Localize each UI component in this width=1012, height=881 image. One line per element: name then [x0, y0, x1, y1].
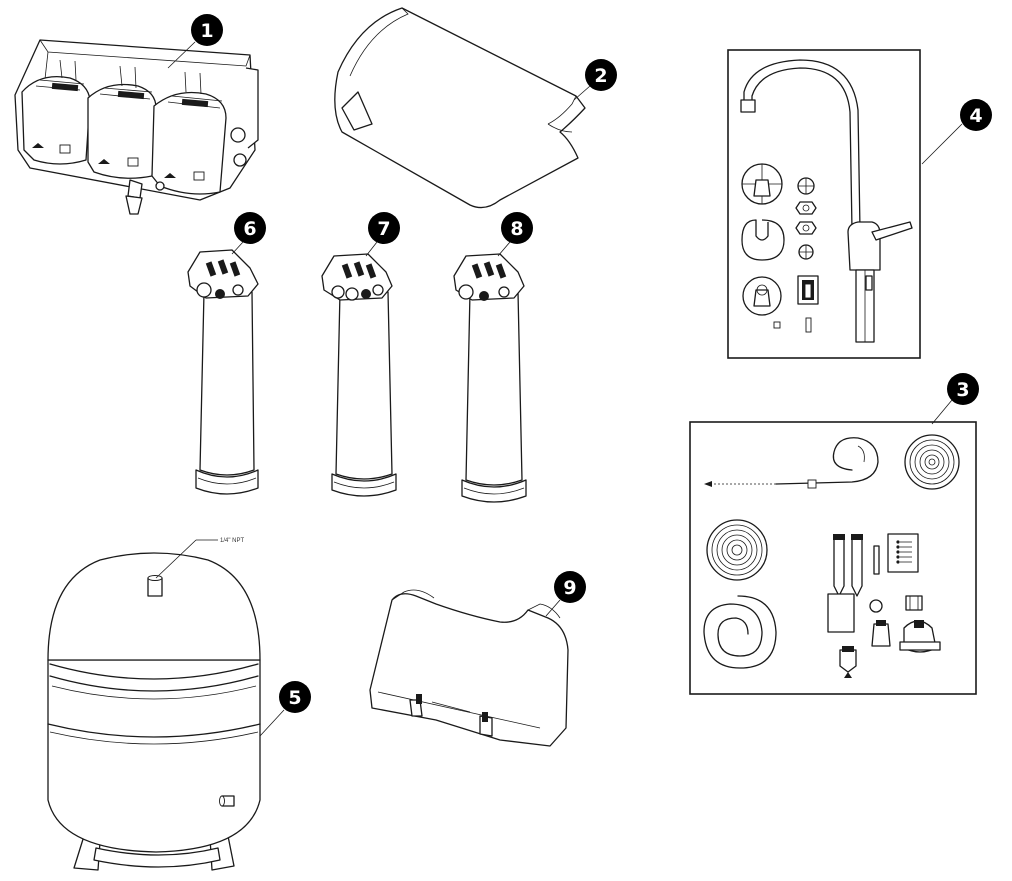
faucet-kit-panel: [727, 49, 921, 359]
leader-line-8: [497, 241, 511, 257]
badge-3-number: 3: [956, 379, 969, 401]
filter-cartridge-7: [321, 253, 397, 497]
top-cover: [334, 7, 586, 209]
badge-6: 6: [234, 212, 266, 244]
installation-kit-panel: [689, 421, 977, 695]
filter-cartridge-6: [187, 249, 259, 495]
badge-9: 9: [554, 571, 586, 603]
leader-line-6: [231, 241, 244, 255]
badge-7-number: 7: [377, 218, 390, 240]
leader-line-4: [921, 123, 963, 165]
base-cover: [369, 589, 569, 747]
badge-4-number: 4: [969, 105, 982, 127]
npt-note: 1/4" NPT: [220, 538, 244, 544]
leader-line-2: [573, 85, 591, 101]
badge-5-number: 5: [288, 687, 301, 709]
filter-manifold: [14, 39, 259, 215]
badge-1-number: 1: [200, 20, 213, 42]
badge-7: 7: [368, 212, 400, 244]
leader-line-5: [259, 709, 285, 737]
storage-tank: [47, 552, 261, 871]
badge-4: 4: [960, 99, 992, 131]
leader-line-9: [545, 599, 561, 617]
leader-line-1: [167, 41, 196, 69]
badge-6-number: 6: [243, 218, 256, 240]
badge-2: 2: [585, 59, 617, 91]
badge-2-number: 2: [594, 65, 607, 87]
leader-line-3: [931, 399, 953, 425]
badge-9-number: 9: [563, 577, 576, 599]
filter-cartridge-8: [453, 253, 527, 503]
badge-1: 1: [191, 14, 223, 46]
leader-line-7: [365, 241, 378, 257]
badge-8: 8: [501, 212, 533, 244]
badge-5: 5: [279, 681, 311, 713]
badge-3: 3: [947, 373, 979, 405]
badge-8-number: 8: [510, 218, 523, 240]
npt-leader-line: [155, 539, 197, 579]
